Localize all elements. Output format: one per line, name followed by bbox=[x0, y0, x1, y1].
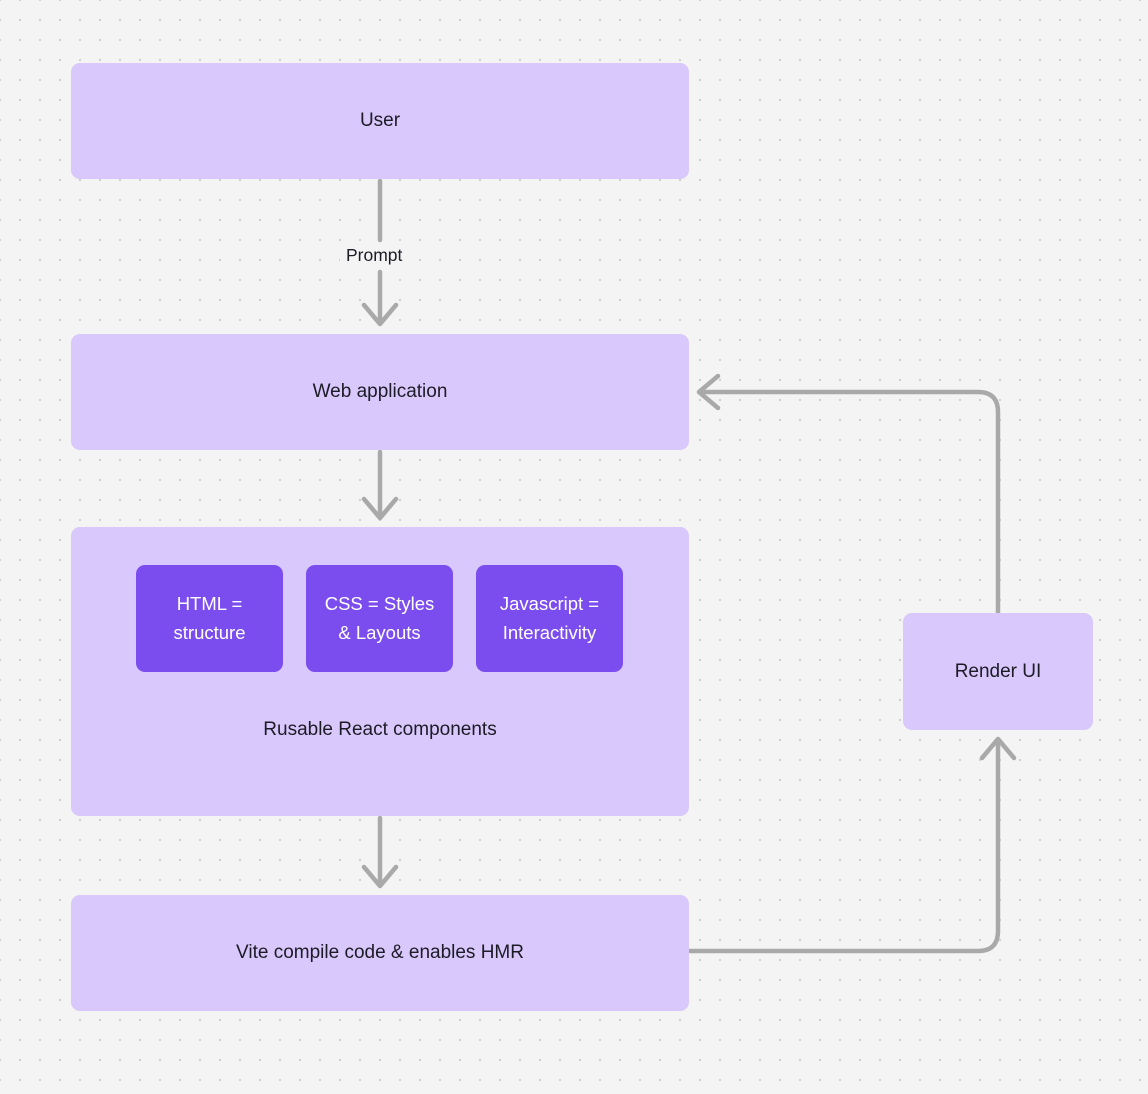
node-user[interactable]: User bbox=[71, 63, 689, 179]
node-css-label-line2: & Layouts bbox=[338, 621, 421, 643]
node-web-application-label: Web application bbox=[312, 381, 448, 403]
edge-label-prompt: Prompt bbox=[340, 245, 409, 266]
arrowhead-up-icon bbox=[979, 736, 1017, 761]
node-javascript-label-line2: Interactivity bbox=[502, 621, 597, 643]
node-user-label: User bbox=[359, 110, 401, 132]
node-html-label-line2: structure bbox=[173, 621, 246, 643]
node-css-label-line1: CSS = Styles bbox=[324, 592, 435, 614]
arrowhead-down-icon bbox=[361, 302, 399, 327]
node-react-components[interactable]: HTML = structure CSS = Styles & Layouts … bbox=[71, 527, 689, 816]
node-web-application[interactable]: Web application bbox=[71, 334, 689, 450]
node-react-components-label: Rusable React components bbox=[263, 719, 497, 740]
edge-vite-to-render-ui bbox=[687, 736, 1017, 954]
edge-components-to-vite bbox=[361, 815, 399, 889]
node-render-ui-label: Render UI bbox=[954, 660, 1042, 682]
node-html[interactable]: HTML = structure bbox=[136, 565, 283, 672]
node-javascript-label-line1: Javascript = bbox=[499, 592, 600, 614]
node-css[interactable]: CSS = Styles & Layouts bbox=[306, 565, 453, 672]
edge-web-application-to-components bbox=[361, 449, 399, 521]
edge-render-ui-to-web-application bbox=[696, 373, 1001, 616]
node-vite[interactable]: Vite compile code & enables HMR bbox=[71, 895, 689, 1011]
arrowhead-down-icon bbox=[361, 496, 399, 521]
arrowhead-left-icon bbox=[696, 373, 721, 411]
node-vite-label: Vite compile code & enables HMR bbox=[236, 942, 524, 964]
node-html-label-line1: HTML = bbox=[176, 592, 243, 614]
node-javascript[interactable]: Javascript = Interactivity bbox=[476, 565, 623, 672]
node-render-ui[interactable]: Render UI bbox=[903, 613, 1093, 730]
arrowhead-down-icon bbox=[361, 864, 399, 889]
